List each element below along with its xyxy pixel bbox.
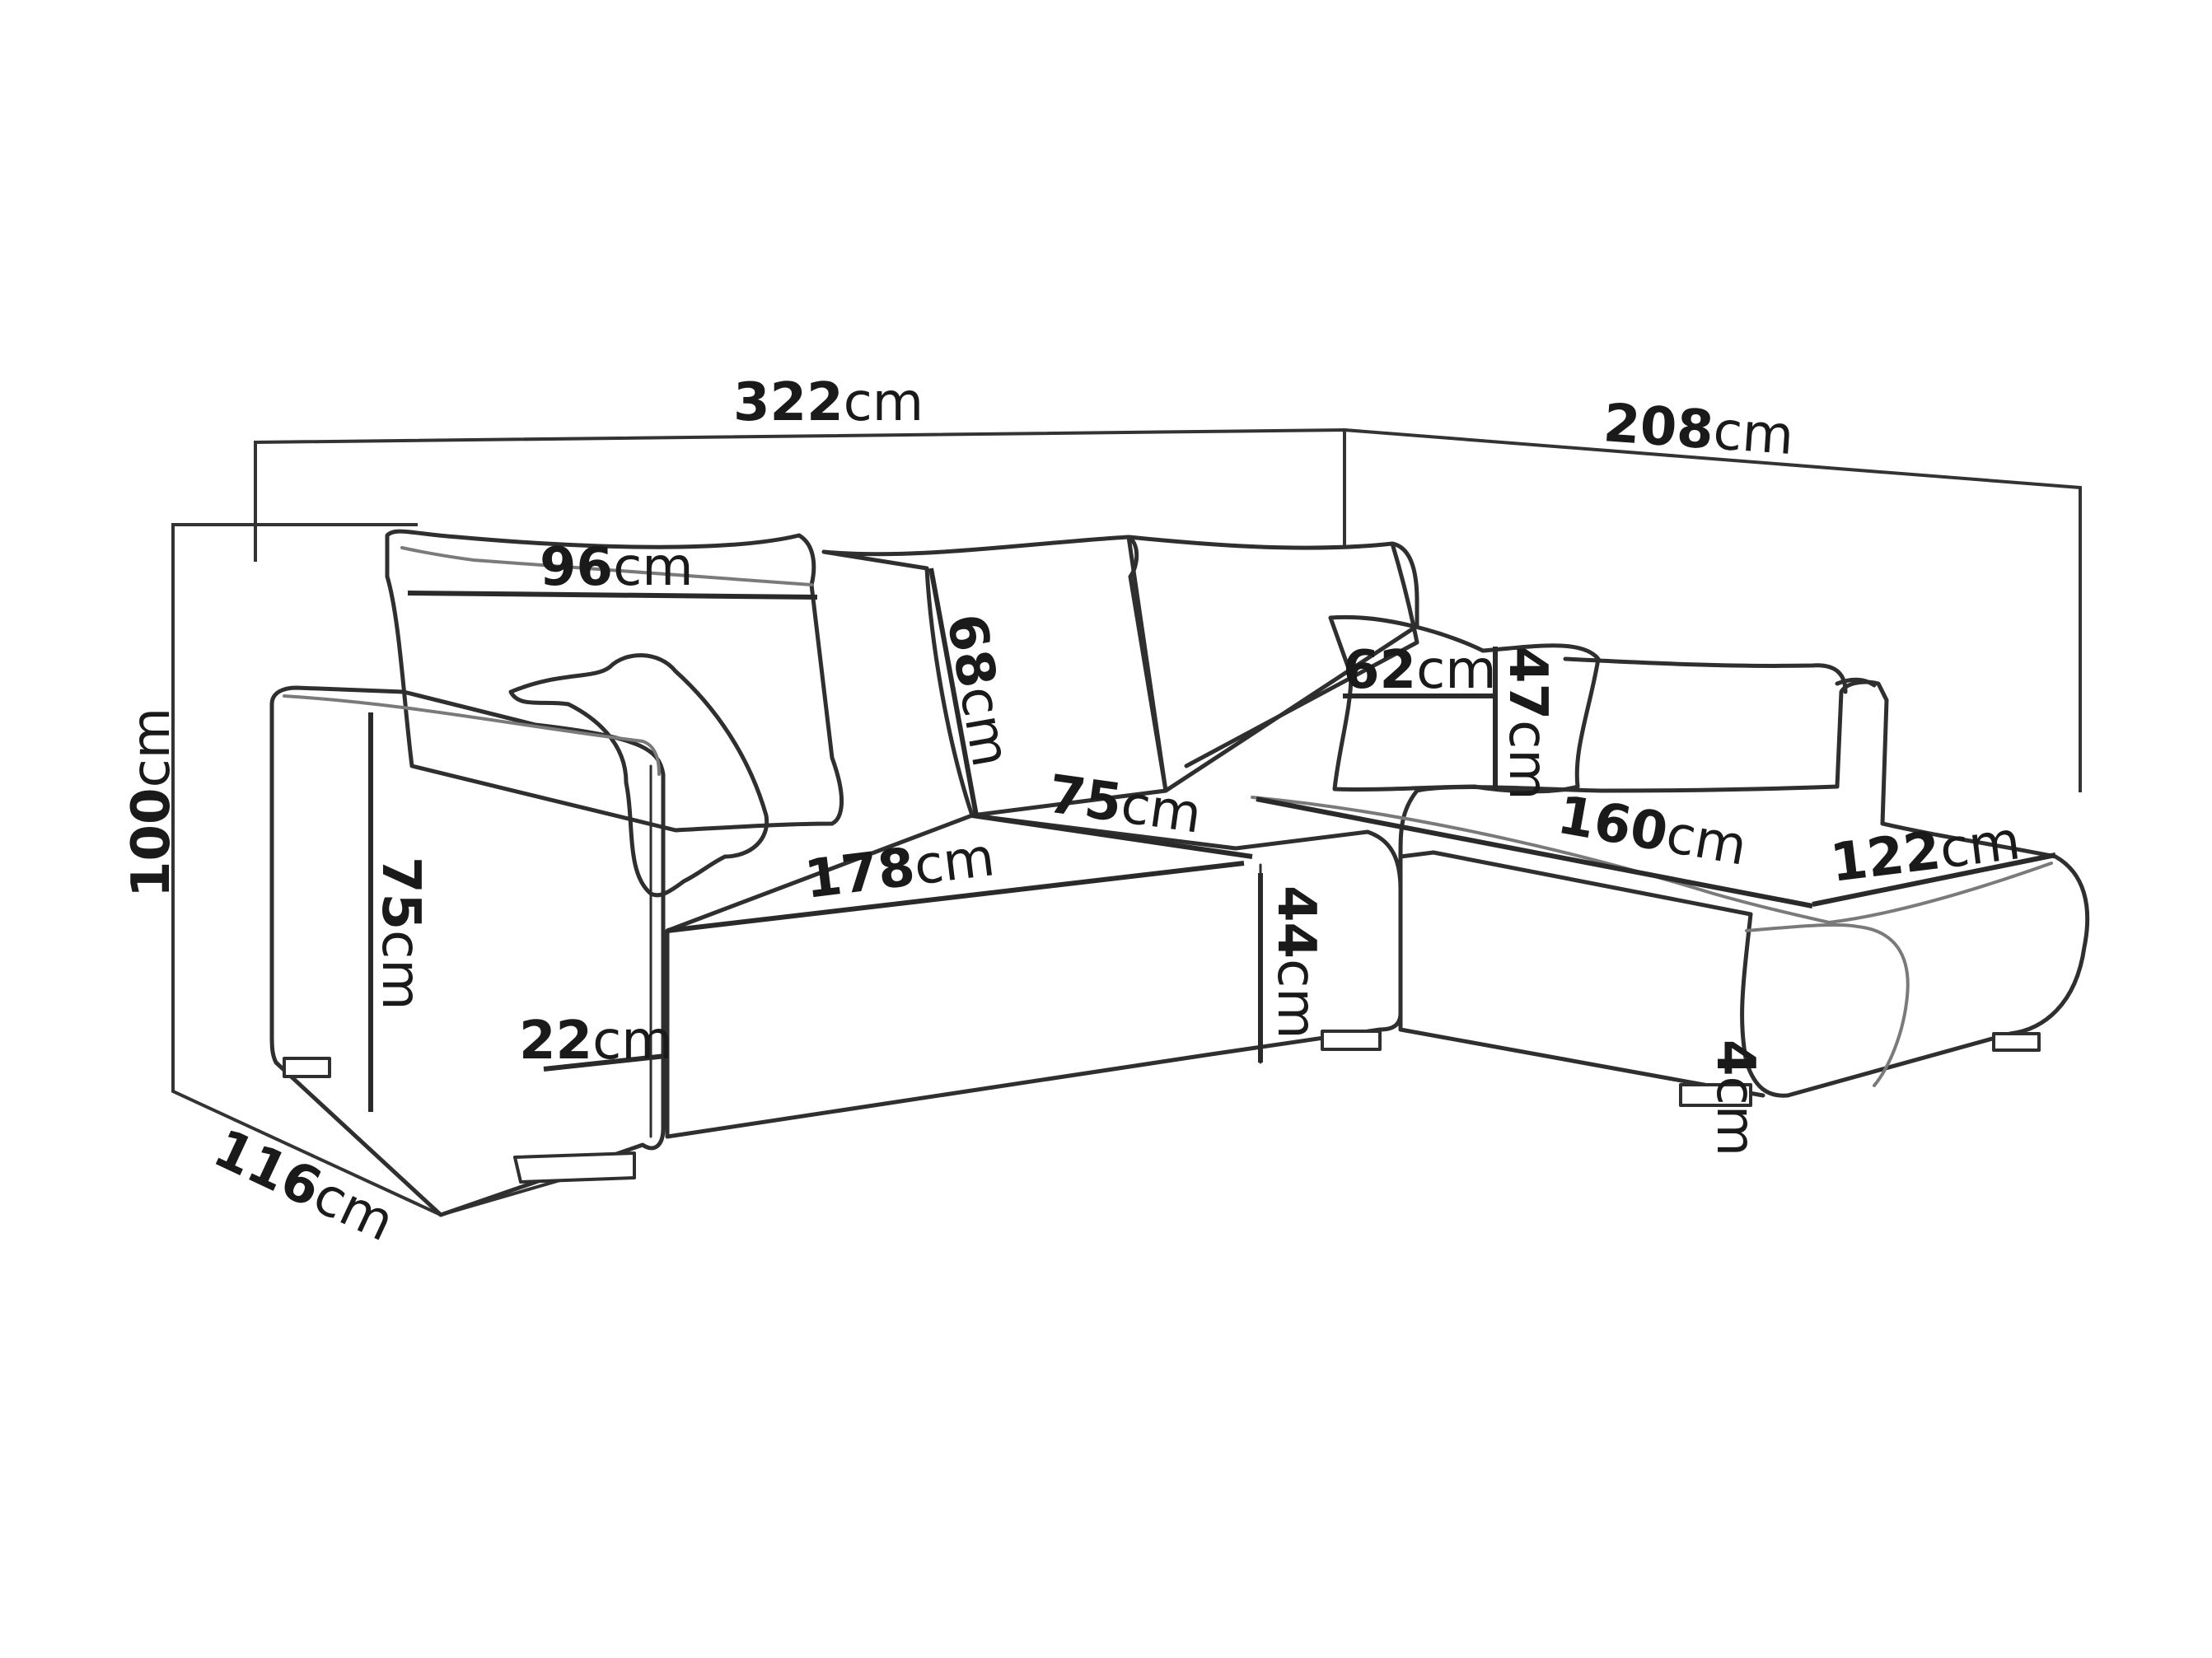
seat-width-line <box>666 861 1245 933</box>
chaise-back-cap <box>1835 677 1877 688</box>
label-cushion-height: 68cm <box>934 609 1021 772</box>
left-back-cushion-seam <box>400 546 813 586</box>
chaise-end-seam <box>1745 922 1910 1087</box>
cushion-height-line <box>928 567 979 816</box>
back-cushions <box>385 529 1419 833</box>
dimension-labels: 322cm 208cm 100cm 116cm 75cm 22cm 96cm 6… <box>121 372 2023 1254</box>
foot-middle <box>1321 1030 1382 1051</box>
label-depth: 116cm <box>204 1118 403 1254</box>
foot-back-left <box>283 1057 331 1078</box>
label-total-height: 100cm <box>121 708 182 898</box>
right-back-cushion-edge <box>1184 541 1419 768</box>
foot-front-left <box>513 1151 636 1184</box>
feet <box>283 1030 2041 1184</box>
label-chaise-length: 208cm <box>1602 393 1796 467</box>
label-seat-height: 44cm <box>1265 885 1326 1039</box>
arm-width-line <box>543 1053 666 1072</box>
label-arm-width: 22cm <box>519 1011 673 1072</box>
label-pillow-height: 47cm <box>1497 647 1558 801</box>
left-back-cushion <box>385 529 844 833</box>
label-leg-height: 4cm <box>1705 1039 1765 1156</box>
chaise-outline <box>1398 680 2090 1098</box>
chaise <box>1251 656 2090 1098</box>
seat-depth-line <box>971 813 1253 859</box>
bounding-guides <box>171 427 2082 1217</box>
height-depth-guide <box>171 523 571 1217</box>
label-arm-height: 75cm <box>370 857 431 1011</box>
chaise-back-top <box>1563 656 1848 694</box>
dimension-lines <box>368 567 2056 1112</box>
label-seat-depth: 75cm <box>1045 764 1205 846</box>
middle-back-cushion <box>821 535 1168 818</box>
cushion-width-line <box>407 591 818 600</box>
label-total-width: 322cm <box>733 372 924 433</box>
label-chaise-width: 122cm <box>1827 810 2023 894</box>
total-width-guide <box>254 427 1346 562</box>
foot-chaise-left <box>1679 1083 1752 1107</box>
label-cushion-width: 96cm <box>540 537 694 598</box>
label-pillow-width: 62cm <box>1343 640 1497 701</box>
foot-chaise-right <box>1992 1032 2041 1052</box>
left-armrest-top-seam <box>283 694 661 776</box>
left-scatter-pillow <box>508 653 769 898</box>
chaise-seat-seam <box>1251 796 2053 924</box>
chaise-length-guide <box>1342 427 2082 792</box>
label-seat-width: 178cm <box>802 827 998 911</box>
right-back-cushion <box>1126 535 1419 793</box>
left-armrest <box>269 685 666 1217</box>
chaise-width-line <box>1812 852 2056 907</box>
chaise-front-base <box>1398 854 1765 1098</box>
right-scatter-pillow <box>1328 614 1601 794</box>
chaise-seat-line <box>1256 796 1813 908</box>
left-armrest-outline <box>269 685 666 1217</box>
